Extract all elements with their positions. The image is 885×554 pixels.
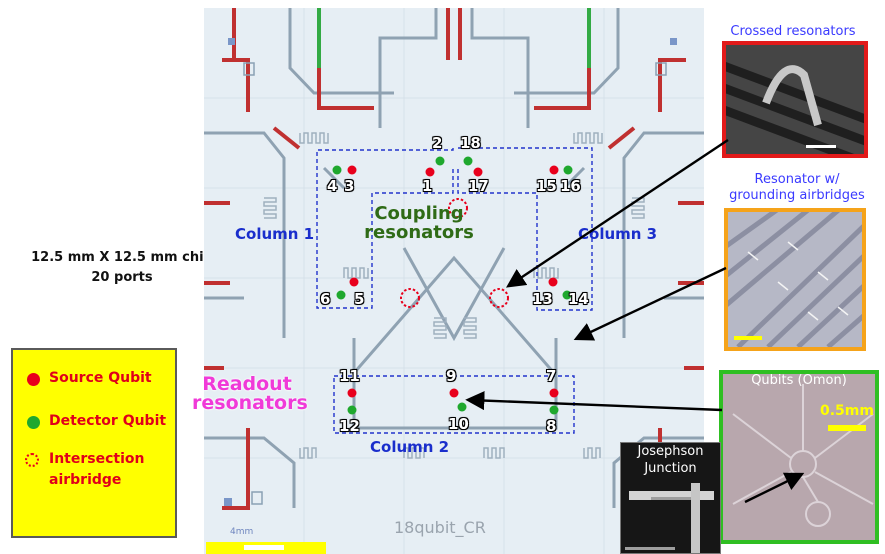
qubit-2-dot: [436, 157, 445, 166]
legend-intersection-label: Intersection: [49, 451, 144, 467]
coupling-resonators-label: Coupling resonators: [364, 204, 474, 242]
crossed-resonators-sem-image: [726, 45, 864, 154]
chip-info: 12.5 mm X 12.5 mm chip 20 ports: [22, 248, 222, 288]
qubit-label-14: 14: [568, 292, 589, 307]
qubit-label-15: 15: [536, 179, 557, 194]
junction-title: Josephson Junction: [620, 443, 721, 477]
grounding-title: Resonator w/ grounding airbridges: [712, 172, 882, 204]
junction-title-line2: Junction: [620, 460, 721, 477]
qubit-label-17: 17: [468, 179, 489, 194]
grounding-title-line2: grounding airbridges: [712, 188, 882, 204]
chip-name-label: 18qubit_CR: [394, 518, 486, 537]
qubit-12-dot: [348, 406, 357, 415]
qubit-8-dot: [550, 406, 559, 415]
port-count-text: 20 ports: [22, 268, 222, 288]
qubit-scale-bar: [828, 425, 866, 431]
intersection-circle-icon: [25, 453, 39, 467]
qubit-18-dot: [464, 157, 473, 166]
crossed-resonators-panel: [722, 41, 868, 158]
qubit-3-dot: [348, 166, 357, 175]
grounding-title-line1: Resonator w/: [712, 172, 882, 188]
qubit-11-dot: [348, 389, 357, 398]
qubit-9-dot: [450, 389, 459, 398]
chip-size-text: 12.5 mm X 12.5 mm chip: [22, 248, 222, 268]
source-dot-icon: [27, 373, 40, 386]
qubits-omon-title: Qubits (Omon): [719, 373, 879, 388]
qubit-label-8: 8: [546, 419, 556, 434]
qubits-omon-panel: [719, 370, 879, 544]
qubit-label-4: 4: [327, 179, 337, 194]
qubit-label-11: 11: [339, 369, 360, 384]
qubit-label-18: 18: [460, 136, 481, 151]
detector-dot-icon: [27, 416, 40, 429]
legend-source-label: Source Qubit: [49, 370, 152, 386]
qubit-label-5: 5: [354, 292, 364, 307]
qubit-7-dot: [550, 389, 559, 398]
qubit-label-10: 10: [448, 417, 469, 432]
legend-box: Source Qubit Detector Qubit Intersection…: [11, 348, 177, 538]
qubit-label-13: 13: [532, 292, 553, 307]
junction-title-line1: Josephson: [620, 443, 721, 460]
qubit-label-1: 1: [422, 179, 432, 194]
qubit-label-2: 2: [432, 136, 442, 151]
qubit-17-dot: [474, 168, 483, 177]
qubit-6-dot: [337, 291, 346, 300]
qubit-scale-label: 0.5mm: [820, 403, 874, 419]
qubit-label-3: 3: [344, 179, 354, 194]
qubit-label-9: 9: [446, 369, 456, 384]
grounding-airbridges-image: [728, 212, 862, 347]
qubit-10-dot: [458, 403, 467, 412]
column-1-label: Column 1: [235, 225, 314, 243]
legend-detector-label: Detector Qubit: [49, 413, 166, 429]
qubit-label-16: 16: [560, 179, 581, 194]
qubit-5-dot: [350, 278, 359, 287]
qubit-label-7: 7: [546, 369, 556, 384]
qubit-16-dot: [564, 166, 573, 175]
scale-bar-label: 4mm: [230, 527, 253, 537]
readout-line2: resonators: [192, 394, 302, 413]
qubit-1-dot: [426, 168, 435, 177]
omon-qubit-image: [723, 374, 875, 540]
grounding-airbridges-panel: [724, 208, 866, 351]
column-3-label: Column 3: [578, 225, 657, 243]
qubit-label-12: 12: [339, 419, 360, 434]
legend-airbridge-label: airbridge: [49, 472, 121, 488]
readout-resonators-label: Readout resonators: [192, 375, 302, 413]
coupling-line2: resonators: [364, 223, 474, 242]
crossed-resonators-title: Crossed resonators: [718, 24, 868, 39]
qubit-15-dot: [550, 166, 559, 175]
coupling-line1: Coupling: [364, 204, 474, 223]
column-2-label: Column 2: [370, 438, 449, 456]
qubit-4-dot: [333, 166, 342, 175]
qubit-13-dot: [549, 278, 558, 287]
qubit-label-6: 6: [320, 292, 330, 307]
